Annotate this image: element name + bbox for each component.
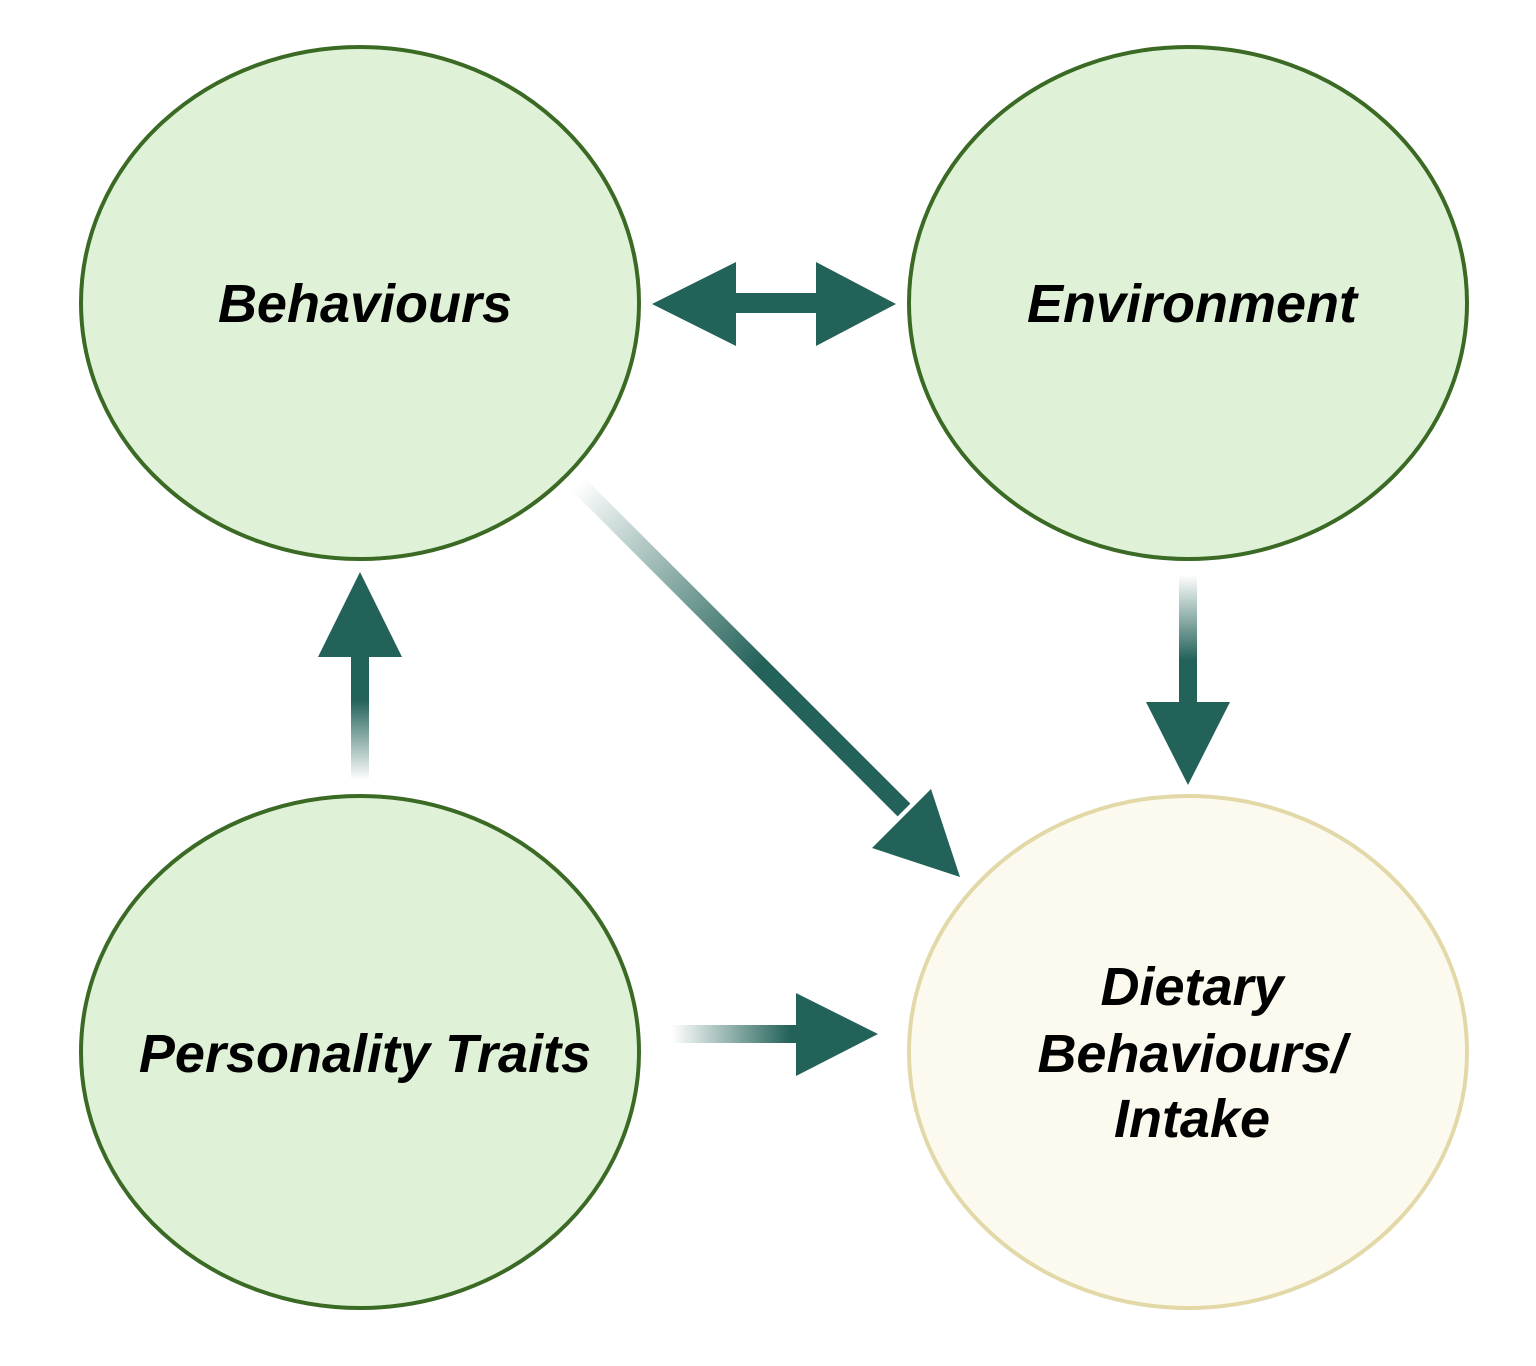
dietary-line-1: Dietary <box>1100 957 1286 1017</box>
personality-traits-label: Personality Traits <box>139 1024 591 1084</box>
personality-traits-node <box>79 794 641 1310</box>
dietary-line-2: Behaviours/ <box>1037 1024 1351 1084</box>
environment-label: Environment <box>1027 274 1359 334</box>
personality-to-dietary-arrow <box>672 993 878 1076</box>
dietary-line-3: Intake <box>1114 1089 1270 1149</box>
behaviours-environment-arrow <box>652 262 896 346</box>
behaviours-label: Behaviours <box>218 274 512 334</box>
dietary-intake-node <box>907 794 1469 1310</box>
environment-node <box>907 45 1469 561</box>
behaviours-node <box>79 45 641 561</box>
personality-to-behaviours-arrow <box>318 572 402 780</box>
behaviours-to-dietary-arrow <box>571 477 960 877</box>
environment-to-dietary-arrow <box>1146 575 1230 785</box>
